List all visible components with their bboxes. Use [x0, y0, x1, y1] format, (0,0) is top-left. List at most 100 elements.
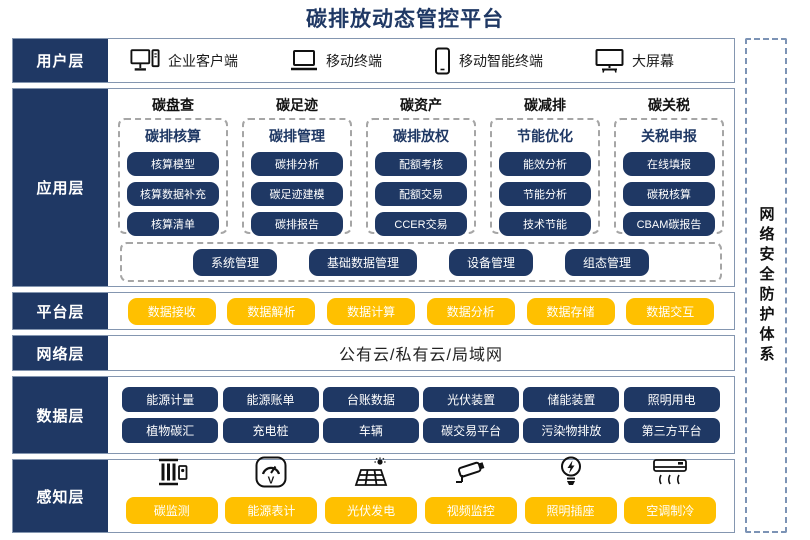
- app-module: 能效分析: [498, 152, 592, 176]
- app-module: 配额交易: [374, 182, 468, 206]
- column-header: 碳盘查: [152, 97, 194, 113]
- data-source: 污染物排放: [523, 418, 620, 443]
- data-source: 能源账单: [222, 387, 319, 412]
- app-module: 节能分析: [498, 182, 592, 206]
- solar-panel-icon: [352, 451, 390, 489]
- lightbulb-icon: [558, 451, 584, 489]
- column-group-box: 碳排管理 碳排分析 碳足迹建模 碳排报告: [242, 118, 352, 236]
- app-module: 核算模型: [126, 152, 220, 176]
- desktop-computer-icon: [130, 48, 160, 73]
- app-module: 技术节能: [498, 212, 592, 236]
- network-layer: 网络层 公有云/私有云/局域网: [12, 335, 735, 371]
- management-module: 组态管理: [565, 248, 650, 276]
- network-layer-content: 公有云/私有云/局域网: [108, 336, 734, 370]
- user-layer: 用户层 企业客户端: [12, 38, 735, 83]
- data-layer-label: 数据层: [13, 377, 108, 453]
- data-source: 第三方平台: [623, 418, 720, 443]
- smartphone-icon: [434, 47, 451, 75]
- data-source: 储能装置: [523, 387, 620, 412]
- sensor-carbon-monitoring: 碳监测: [125, 451, 218, 524]
- laptop-icon: [290, 49, 318, 72]
- data-layer-content: 能源计量 能源账单 台账数据 光伏装置 储能装置 照明用电 植物碳汇 充电桩 车…: [108, 377, 734, 453]
- perception-layer-content: 碳监测 V 能源表计: [108, 456, 734, 532]
- big-screen-icon: [595, 48, 624, 73]
- sensor-energy-meter: V 能源表计: [225, 451, 318, 524]
- app-module: CBAM碳报告: [622, 212, 716, 236]
- app-module: 在线填报: [622, 152, 716, 176]
- device-enterprise-client: 企业客户端: [130, 48, 238, 73]
- app-column-carbon-asset: 碳资产 碳排放权 配额考核 配额交易 CCER交易: [366, 95, 476, 236]
- app-columns: 碳盘查 碳排核算 核算模型 核算数据补充 核算清单 碳足迹 碳排管理: [108, 89, 734, 236]
- air-conditioner-icon: [651, 451, 689, 489]
- device-label: 移动终端: [326, 52, 382, 69]
- sensor-label: 照明插座: [524, 497, 617, 524]
- app-column-carbon-reduction: 碳减排 节能优化 能效分析 节能分析 技术节能: [490, 95, 600, 236]
- column-group-box: 碳排放权 配额考核 配额交易 CCER交易: [366, 118, 476, 236]
- group-title: 碳排放权: [393, 128, 449, 144]
- perception-layer: 感知层: [12, 456, 735, 533]
- layer-stack: 用户层 企业客户端: [12, 38, 735, 533]
- sensor-lighting-socket: 照明插座: [524, 451, 617, 524]
- data-source: 能源计量: [122, 387, 219, 412]
- app-column-carbon-tariff: 碳关税 关税申报 在线填报 碳税核算 CBAM碳报告: [614, 95, 724, 236]
- sensor-video-surveillance: 视频监控: [424, 451, 517, 524]
- app-module: 碳排报告: [250, 212, 344, 236]
- energy-meter-icon: V: [254, 451, 288, 489]
- device-big-screen: 大屏幕: [595, 48, 674, 73]
- sensor-label: 能源表计: [225, 497, 318, 524]
- app-layer-content: 碳盘查 碳排核算 核算模型 核算数据补充 核算清单 碳足迹 碳排管理: [108, 89, 734, 286]
- app-column-carbon-inventory: 碳盘查 碳排核算 核算模型 核算数据补充 核算清单: [118, 95, 228, 236]
- group-title: 节能优化: [517, 128, 573, 144]
- platform-module: 数据分析: [426, 297, 515, 325]
- management-group-box: 系统管理 基础数据管理 设备管理 组态管理: [120, 242, 722, 282]
- data-source: 光伏装置: [423, 387, 520, 412]
- device-label: 移动智能终端: [459, 52, 543, 69]
- data-source: 植物碳汇: [122, 418, 219, 443]
- svg-text:V: V: [268, 476, 275, 487]
- sensor-label: 光伏发电: [325, 497, 418, 524]
- platform-module: 数据计算: [327, 297, 416, 325]
- cctv-camera-icon: [452, 451, 490, 489]
- platform-module: 数据解析: [227, 297, 316, 325]
- user-layer-label: 用户层: [13, 39, 108, 82]
- data-source: 照明用电: [623, 387, 720, 412]
- column-group-box: 关税申报 在线填报 碳税核算 CBAM碳报告: [614, 118, 724, 236]
- sensor-label: 碳监测: [125, 497, 218, 524]
- device-label: 企业客户端: [168, 52, 238, 69]
- app-module: 碳排分析: [250, 152, 344, 176]
- data-source: 台账数据: [322, 387, 419, 412]
- data-row: 植物碳汇 充电桩 车辆 碳交易平台 污染物排放 第三方平台: [118, 418, 724, 443]
- diagram-body: 用户层 企业客户端: [0, 36, 810, 533]
- column-header: 碳足迹: [276, 97, 318, 113]
- sensor-solar-pv: 光伏发电: [325, 451, 418, 524]
- perception-layer-label: 感知层: [13, 460, 108, 532]
- security-sidebar: 网络安全防护体系: [745, 38, 787, 533]
- platform-module: 数据交互: [626, 297, 715, 325]
- group-title: 碳排管理: [269, 128, 325, 144]
- user-layer-content: 企业客户端 移动终端: [108, 39, 734, 82]
- management-module: 设备管理: [449, 248, 534, 276]
- column-group-box: 碳排核算 核算模型 核算数据补充 核算清单: [118, 118, 228, 236]
- management-module: 基础数据管理: [308, 248, 417, 276]
- app-layer: 应用层 碳盘查 碳排核算 核算模型 核算数据补充 核算清单: [12, 88, 735, 287]
- sensor-label: 空调制冷: [624, 497, 717, 524]
- column-header: 碳资产: [400, 97, 442, 113]
- app-module: CCER交易: [374, 212, 468, 236]
- group-title: 关税申报: [641, 128, 697, 144]
- data-row: 能源计量 能源账单 台账数据 光伏装置 储能装置 照明用电: [118, 387, 724, 412]
- app-layer-label: 应用层: [13, 89, 108, 286]
- data-layer: 数据层 能源计量 能源账单 台账数据 光伏装置 储能装置 照明用电 植物碳汇 充…: [12, 376, 735, 454]
- column-header: 碳关税: [648, 97, 690, 113]
- app-module: 核算数据补充: [126, 182, 220, 206]
- app-column-carbon-footprint: 碳足迹 碳排管理 碳排分析 碳足迹建模 碳排报告: [242, 95, 352, 236]
- device-label: 大屏幕: [632, 52, 674, 69]
- page-title: 碳排放动态管控平台: [306, 8, 504, 31]
- platform-layer-label: 平台层: [13, 293, 108, 329]
- sensor-label: 视频监控: [424, 497, 517, 524]
- data-source: 车辆: [322, 418, 419, 443]
- device-smart-mobile: 移动智能终端: [434, 47, 543, 75]
- platform-module: 数据存储: [526, 297, 615, 325]
- app-module: 配额考核: [374, 152, 468, 176]
- app-module: 碳税核算: [622, 182, 716, 206]
